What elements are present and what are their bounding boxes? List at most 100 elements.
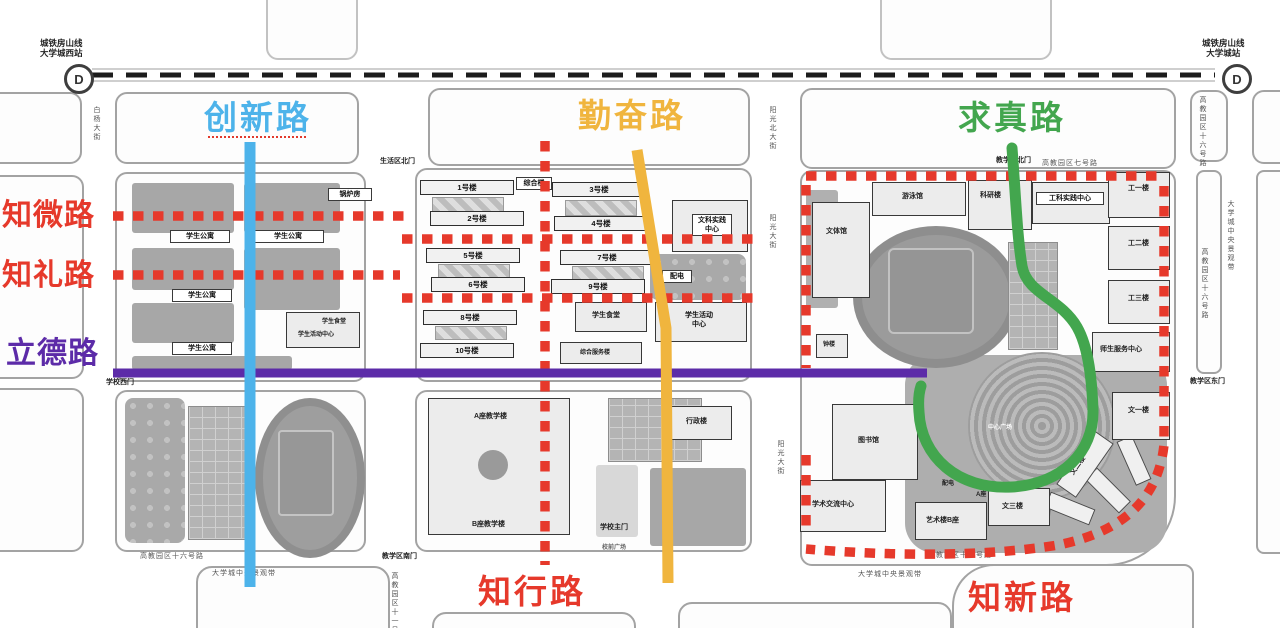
building-no10: 10号楼 — [420, 343, 514, 358]
bell-tower-label: 钟楼 — [823, 342, 836, 348]
zhixin-road-east-curve — [805, 186, 1169, 559]
subway-station-west-icon: D — [64, 64, 94, 94]
block-east-strip-1 — [1196, 170, 1222, 374]
station-west-label: 城铁房山线 大学城西站 — [40, 38, 83, 58]
teaching-courtyard-circle — [478, 450, 508, 480]
staff-service-label: 师生服务中心 — [1100, 346, 1142, 353]
block-top-right-strip — [1190, 90, 1228, 162]
building-no8: 8号楼 — [423, 310, 517, 325]
exchange-center-building — [800, 480, 886, 532]
building-no7: 7号楼 — [560, 250, 654, 265]
station-east-label: 城铁房山线 大学城站 — [1202, 38, 1245, 58]
belt-label-se: 大学城中央景观带 — [858, 571, 922, 578]
road-g16-label-sw: 高教园区十六号路 — [140, 553, 204, 560]
peidian-label-east: 配电 — [942, 481, 955, 487]
block-west-strip-2 — [0, 388, 84, 552]
zhili-road-label: 知礼路 — [2, 259, 95, 292]
courtyard-hatch-5 — [435, 326, 507, 340]
building-no4: 4号楼 — [554, 216, 648, 231]
teaching-b-label: B座教学楼 — [472, 521, 506, 528]
station-east-line: 城铁房山线 — [1202, 38, 1245, 48]
central-canteen-building — [575, 302, 647, 332]
exchange-center-label: 学术交流中心 — [812, 501, 854, 508]
block-top-right — [800, 88, 1176, 169]
road-yangguang-label-2: 阳光大街 — [777, 440, 784, 476]
subway-station-east-icon: D — [1222, 64, 1252, 94]
bell-tower — [816, 334, 848, 358]
building-no3: 3号楼 — [552, 182, 646, 197]
dorm-court-1 — [132, 183, 234, 233]
staff-service-building — [1092, 332, 1170, 372]
central-canteen-label: 学生食堂 — [592, 312, 620, 319]
main-gate-walk — [596, 465, 638, 537]
front-plaza-label: 校前广场 — [602, 545, 627, 551]
block-east-strip-2 — [1256, 170, 1280, 554]
service-building-label: 综合服务楼 — [580, 350, 611, 356]
wenti-label: 文体馆 — [826, 228, 847, 235]
block-belt-4 — [952, 564, 1194, 628]
central-activity-label: 学生活动中心 — [685, 312, 713, 328]
west-activity-center-label: 学生活动中心 — [298, 332, 335, 338]
zhixin-road-label: 知新路 — [968, 579, 1076, 616]
pool-label: 游泳馆 — [902, 193, 923, 200]
red-dashed-roads — [113, 141, 1169, 565]
dorm-label-3: 学生公寓 — [172, 289, 232, 302]
wen3-building — [988, 488, 1050, 526]
qiuzhen-road-line — [913, 142, 1099, 493]
qinfen-road-line — [631, 149, 674, 584]
road-g16-label-ne: 高教园区十六号路 — [1199, 96, 1206, 168]
lide-road-label: 立德路 — [6, 337, 99, 370]
wenti-building — [812, 202, 870, 298]
dorm-court-5 — [132, 303, 234, 343]
building-no6: 6号楼 — [431, 277, 525, 292]
art-b-building — [915, 502, 987, 540]
chuangxin-underline — [208, 136, 306, 138]
west-canteen-label: 学生食堂 — [322, 319, 347, 325]
zhixing-road-label: 知行路 — [478, 573, 586, 610]
service-building — [560, 342, 642, 364]
gate-school-west: 学校西门 — [106, 379, 134, 386]
block-top-far-left — [0, 92, 82, 164]
west-pitch — [278, 430, 334, 516]
block-top-center — [428, 88, 750, 166]
building-no2: 2号楼 — [430, 211, 524, 226]
research-label: 科研楼 — [980, 192, 1001, 199]
courtyard-hatch-2 — [565, 200, 637, 216]
road-baiyang-label: 白杨大街 — [93, 106, 100, 142]
library-label: 图书馆 — [858, 437, 879, 444]
station-east-name: 大学城站 — [1206, 48, 1241, 58]
road-g7-label: 高教园区七号路 — [1042, 160, 1098, 167]
gate-life-north: 生活区北门 — [380, 158, 415, 165]
qiuzhen-road-label: 求真路 — [958, 99, 1066, 136]
sports-courts — [188, 406, 248, 540]
block-top-left — [115, 92, 359, 164]
belt-label-e: 大学城中央景观带 — [1227, 200, 1234, 272]
road-g16-label-e: 高教园区十六号路 — [1201, 248, 1208, 320]
art-b-label: 艺术楼B座 — [926, 517, 960, 524]
eng-center-label: 工科实践中心 — [1036, 192, 1104, 205]
road-yangguang-label-n: 阳光北大街 — [769, 106, 776, 151]
pool-building — [872, 182, 966, 216]
sports-greenery — [125, 398, 185, 543]
art-a-label: A座 — [976, 492, 987, 498]
building-no9: 9号楼 — [551, 279, 645, 294]
west-canteen-building — [286, 312, 360, 348]
gate-teach-south: 教学区南门 — [382, 553, 417, 560]
chuangxin-road-label: 创新路 — [204, 99, 312, 136]
block-belt-1 — [196, 566, 390, 628]
gate-school-main: 学校主门 — [600, 524, 628, 531]
dorm-court-2 — [244, 183, 340, 233]
belt-label-sw: 大学城中央景观带 — [212, 570, 276, 577]
east-pitch — [888, 248, 974, 334]
boiler-room-label: 锅炉房 — [328, 188, 372, 201]
block-belt-2 — [432, 612, 636, 628]
zhiwei-road-label: 知微路 — [2, 199, 95, 232]
road-g16-label-se: 高教园区十六号路 — [928, 552, 992, 559]
building-no1: 1号楼 — [420, 180, 514, 195]
block-above-rail-2 — [880, 0, 1052, 60]
road-yangguang-label-1: 阳光大街 — [769, 214, 776, 250]
library-building — [832, 404, 918, 480]
eng1-label: 工一楼 — [1128, 185, 1149, 192]
